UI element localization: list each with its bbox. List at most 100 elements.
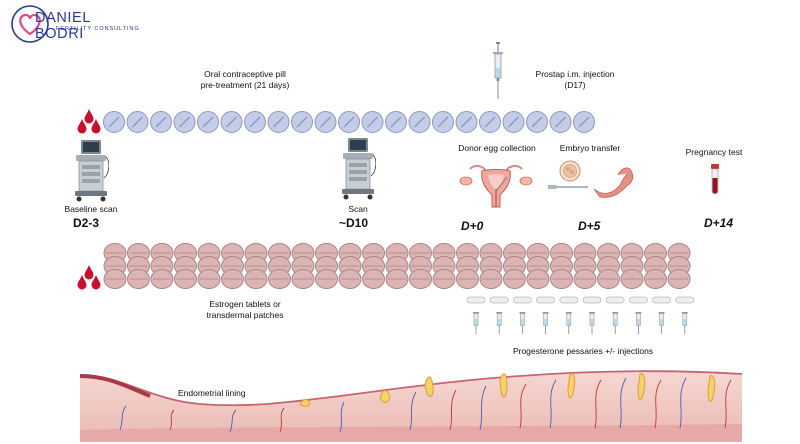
progesterone-pessary	[489, 296, 509, 304]
contraceptive-pill	[455, 111, 478, 133]
syringe-icon	[493, 42, 503, 99]
estrogen-label-line1: Estrogen tablets or	[209, 299, 281, 309]
syringe-icon	[519, 312, 526, 334]
estrogen-tablet-stack	[550, 243, 573, 289]
estrogen-tablet-stack	[503, 243, 526, 289]
endometrial-label: Endometrial lining	[178, 388, 246, 398]
syringe-icon	[473, 312, 479, 334]
day-d14: D+14	[704, 216, 734, 230]
syringe-icon	[589, 312, 595, 334]
progesterone-label: Progesterone pessaries +/- injections	[512, 346, 654, 356]
contraceptive-pill	[244, 111, 266, 133]
syringe-icon	[658, 312, 665, 334]
progesterone-pessary	[582, 296, 602, 304]
pill-label-line2: pre-treatment (21 days)	[200, 80, 290, 90]
day-d5: D+5	[578, 219, 601, 233]
estrogen-tablet-stack	[268, 243, 291, 289]
contraceptive-pill	[479, 111, 501, 133]
day-d10: ~D10	[339, 216, 369, 230]
syringe-icon	[635, 312, 642, 334]
day-d0: D+0	[461, 219, 484, 233]
estrogen-tablet-stack	[409, 243, 432, 289]
contraceptive-pill	[291, 111, 313, 133]
progesterone-pessary	[605, 296, 625, 304]
estrogen-tablet-stack	[644, 243, 667, 289]
estrogen-tablet-stack	[456, 243, 479, 289]
contraceptive-pill	[103, 111, 125, 133]
ultrasound-machine-icon	[342, 138, 376, 200]
estrogen-tablet-stack	[667, 243, 691, 289]
prostap-label-line2: (D17)	[564, 80, 586, 90]
progesterone-pessary	[628, 296, 648, 304]
progesterone-pessary	[559, 296, 579, 304]
estrogen-tablet-stack	[362, 243, 385, 289]
contraceptive-pill	[502, 111, 525, 133]
heart-logo-icon	[11, 5, 49, 43]
estrogen-tablet-stack	[479, 243, 503, 289]
scan-label: Scan	[348, 204, 368, 214]
estrogen-tablet-stack	[197, 243, 221, 289]
contraceptive-pill	[220, 111, 243, 133]
estrogen-tablet-stack	[573, 243, 597, 289]
syringe-icon	[612, 312, 619, 334]
embryo-transfer-icon	[548, 160, 634, 198]
uterus-icon	[459, 164, 533, 208]
blood-drops-icon	[77, 109, 101, 134]
estrogen-tablet-stack	[150, 243, 174, 289]
estrogen-tablet-stack	[338, 243, 362, 289]
syringe-icon	[681, 312, 688, 334]
logo-name: DANIEL BODRI	[35, 10, 91, 42]
progesterone-pessary	[652, 296, 672, 304]
progesterone-pessary	[513, 296, 532, 304]
prostap-label: Prostap i.m. injection (D17)	[510, 69, 640, 91]
syringe-icon	[496, 312, 503, 334]
prostap-label-line1: Prostap i.m. injection	[535, 69, 615, 79]
estrogen-tablet-stack	[432, 243, 456, 289]
endometrial-lining-illustration	[80, 370, 743, 442]
contraceptive-pill	[173, 111, 196, 133]
estrogen-label-line2: transdermal patches	[206, 310, 284, 320]
contraceptive-pill	[338, 111, 360, 133]
estrogen-tablet-grid	[103, 243, 691, 289]
day-d2-3: D2-3	[73, 216, 100, 230]
estrogen-tablet-stack	[174, 243, 197, 289]
syringe-icon	[565, 312, 572, 334]
oral-contraceptive-pill-row	[103, 111, 595, 133]
estrogen-tablet-stack	[221, 243, 244, 289]
embryo-transfer-label: Embryo transfer	[559, 143, 621, 153]
estrogen-tablet-stack	[526, 243, 550, 289]
progesterone-pessary-row	[466, 296, 695, 334]
estrogen-tablet-stack	[315, 243, 338, 289]
logo: DANIEL BODRI FERTILITY CONSULTING	[8, 2, 143, 46]
baseline-scan-label: Baseline scan	[64, 204, 118, 214]
contraceptive-pill	[314, 111, 337, 133]
estrogen-tablet-stack	[103, 243, 127, 289]
contraceptive-pill	[526, 111, 548, 133]
pill-label-line1: Oral contraceptive pill	[204, 69, 286, 79]
donor-egg-label: Donor egg collection	[458, 143, 536, 153]
contraceptive-pill	[267, 111, 290, 133]
syringe-icon	[542, 312, 549, 334]
pregnancy-test-label: Pregnancy test	[685, 147, 743, 157]
contraceptive-pill	[408, 111, 431, 133]
contraceptive-pill	[432, 111, 454, 133]
pill-label: Oral contraceptive pill pre-treatment (2…	[180, 69, 310, 91]
logo-subtitle: FERTILITY CONSULTING	[56, 26, 140, 32]
blood-tube-icon	[711, 164, 719, 195]
estrogen-tablet-stack	[291, 243, 315, 289]
contraceptive-pill	[385, 111, 407, 133]
contraceptive-pill	[126, 111, 149, 133]
estrogen-tablet-stack	[127, 243, 150, 289]
progesterone-pessary	[536, 296, 555, 304]
contraceptive-pill	[549, 111, 572, 133]
estrogen-tablet-stack	[385, 243, 409, 289]
progesterone-pessary	[675, 296, 695, 304]
contraceptive-pill	[361, 111, 384, 133]
progesterone-pessary	[466, 296, 486, 304]
estrogen-label: Estrogen tablets or transdermal patches	[180, 299, 310, 321]
contraceptive-pill	[197, 111, 219, 133]
contraceptive-pill	[573, 111, 595, 133]
blood-drops-icon	[77, 265, 101, 290]
estrogen-tablet-stack	[597, 243, 620, 289]
estrogen-tablet-stack	[244, 243, 268, 289]
